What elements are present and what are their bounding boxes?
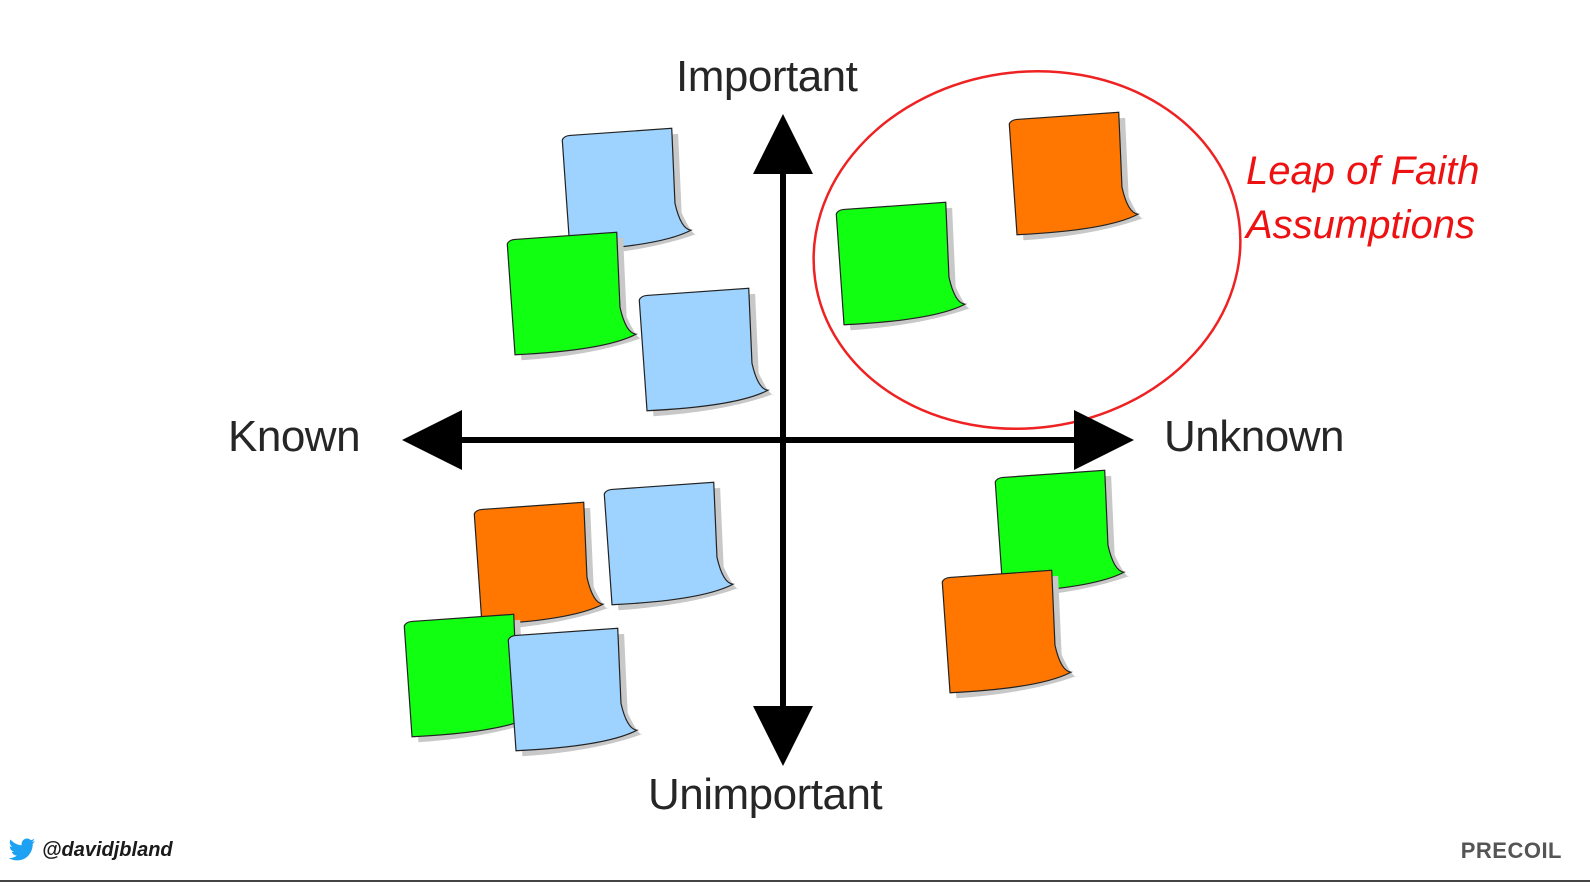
sticky-notes-layer (403, 111, 1145, 757)
leap-of-faith-circle (812, 69, 1242, 431)
sticky-note-orange (941, 569, 1078, 699)
sticky-note-body (603, 481, 735, 606)
sticky-note-blue (561, 127, 698, 257)
axis-label-unimportant: Unimportant (648, 770, 883, 819)
sticky-note-orange (1008, 111, 1145, 241)
axis-label-unknown: Unknown (1164, 412, 1344, 461)
twitter-handle: @davidjbland (8, 838, 173, 862)
sticky-note-blue (507, 627, 644, 757)
sticky-note-body (561, 127, 693, 252)
sticky-note-body (638, 287, 770, 412)
sticky-note-green (994, 469, 1131, 599)
sticky-note-body (507, 627, 639, 752)
sticky-note-green (506, 231, 643, 361)
sticky-note-orange (473, 501, 610, 631)
callout-line-2: Assumptions (1246, 203, 1475, 247)
sticky-note-body (835, 201, 967, 326)
callout-line-1: Leap of Faith (1246, 149, 1480, 193)
sticky-note-green (403, 613, 540, 743)
sticky-note-body (941, 569, 1073, 694)
footer-divider (0, 880, 1590, 882)
twitter-bird-icon (8, 838, 35, 861)
sticky-note-blue (603, 481, 740, 611)
sticky-note-green (835, 201, 972, 331)
sticky-note-body (473, 501, 605, 626)
precoil-logo: PRECOIL (1460, 838, 1562, 863)
sticky-note-blue (638, 287, 775, 417)
sticky-note-body (1008, 111, 1140, 236)
twitter-handle-text: @davidjbland (42, 838, 173, 861)
axis-label-important: Important (676, 52, 858, 101)
axis-label-known: Known (228, 412, 361, 461)
sticky-note-body (506, 231, 638, 356)
leap-of-faith-label: Leap of Faith Assumptions (1246, 144, 1480, 252)
